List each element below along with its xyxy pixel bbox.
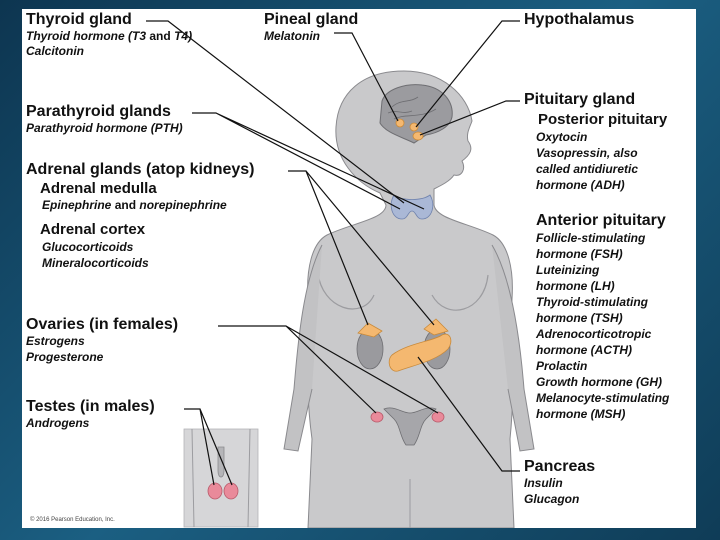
thyroid-hormone-text: Thyroid hormone [26,29,125,43]
leader-lines [146,20,520,486]
thyroid-and: and [149,29,171,43]
copyright: © 2016 Pearson Education, Inc. [30,517,115,523]
leader-ovaries [218,325,439,414]
leader-thyroid [146,20,405,204]
brain [379,84,453,144]
leader-adrenal [288,170,435,326]
t3-label: T3 [132,29,147,43]
ovary-left [370,411,384,423]
adrenal-left [357,322,383,338]
hypothalamus-title: Hypothalamus [524,11,635,28]
anterior-line-6: hormone (TSH) [536,311,623,325]
breast-left [317,272,375,310]
anterior-title: Anterior pituitary [536,212,666,229]
testis-right [223,482,239,500]
ovary-right [431,411,445,423]
arm-left [283,244,323,452]
medulla-hormones: Epinephrine and norepinephrine [42,198,227,213]
testes-title: Testes (in males) [26,398,155,415]
pth: Parathyroid hormone (PTH) [26,121,183,135]
anterior-line-7: Adrenocorticotropic [536,327,652,341]
t4-label: T4 [174,29,189,43]
pineal-title: Pineal gland [264,11,359,28]
slide: Thyroid gland Thyroid hormone (T3 and T4… [22,9,696,528]
calcitonin: Calcitonin [26,44,85,58]
anterior-line-1: Follicle-stimulating [536,231,646,245]
pituitary-mark [412,131,424,141]
cortex-title: Adrenal cortex [40,221,146,238]
male-inset [183,428,259,528]
leader-hypothalamus [415,20,520,128]
ovaries-title: Ovaries (in females) [26,316,179,333]
anterior-line-9: Prolactin [536,359,588,373]
antidiuretic: called antidiuretic [536,162,639,176]
mineralocorticoids: Mineralocorticoids [42,256,149,270]
adrenal-title: Adrenal glands (atop kidneys) [26,161,255,178]
insulin: Insulin [524,476,563,490]
posterior-title: Posterior pituitary [538,111,668,128]
leader-pineal [334,32,399,122]
medulla-and: and [114,198,137,212]
epinephrine: Epinephrine [42,198,112,212]
parathyroid-title: Parathyroid glands [26,103,171,120]
thyroid-hormones: Thyroid hormone (T3 and T4) [26,29,193,43]
medulla-title: Adrenal medulla [40,180,157,197]
vasopressin: Vasopressin, also [536,146,638,160]
anterior-line-3: Luteinizing [536,263,600,277]
thyroid-title: Thyroid gland [26,11,132,28]
leader-pituitary [419,100,520,136]
glucagon: Glucagon [524,492,580,506]
male-inset-organ [217,446,225,478]
testis-left [207,482,223,500]
androgens: Androgens [26,416,90,430]
anterior-line-12: hormone (MSH) [536,407,626,421]
arm-right [491,244,535,452]
endocrine-figure [146,20,535,528]
progesterone: Progesterone [26,350,104,364]
anterior-line-2: hormone (FSH) [536,247,623,261]
brain-folds [387,96,437,120]
anterior-line-10: Growth hormone (GH) [536,375,662,389]
anterior-line-5: Thyroid-stimulating [536,295,648,309]
leader-pancreas [417,356,520,472]
male-inset-body [191,428,251,528]
estrogens: Estrogens [26,334,85,348]
anterior-line-11: Melanocyte-stimulating [536,391,670,405]
leader-testes [184,408,233,486]
pancreas-mark [388,333,452,372]
adh: hormone (ADH) [536,178,625,192]
oxytocin: Oxytocin [536,130,588,144]
norepinephrine: norepinephrine [139,198,227,212]
breast-right [431,274,489,311]
melatonin: Melatonin [264,29,320,43]
glucocorticoids: Glucocorticoids [42,240,134,254]
anterior-line-8: hormone (ACTH) [536,343,632,357]
uterus [383,407,437,446]
leader-parathyroid [192,112,425,210]
hypothalamus-mark [409,122,419,132]
pituitary-title: Pituitary gland [524,91,636,108]
anterior-line-4: hormone (LH) [536,279,615,293]
pancreas-title: Pancreas [524,458,596,475]
